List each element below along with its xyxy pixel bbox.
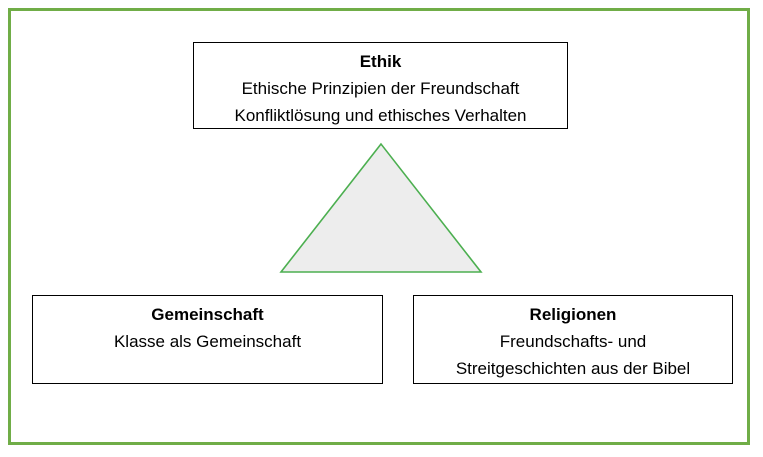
triangle-icon [279,142,483,273]
slide-border-frame [8,8,750,445]
triangle-shape [279,141,483,275]
religionen-box: Religionen Freundschafts- und Streitgesc… [413,295,733,384]
gemeinschaft-box-title: Gemeinschaft [151,305,264,324]
ethik-box-title: Ethik [359,52,402,71]
ethik-box: Ethik Ethische Prinzipien der Freundscha… [193,42,568,129]
ethik-box-line: Ethische Prinzipien der Freundschaft [241,79,520,98]
ethik-box-line: Konfliktlösung und ethisches Verhalten [234,106,527,125]
gemeinschaft-box: Gemeinschaft Klasse als Gemeinschaft [32,295,383,384]
religionen-box-line: Freundschafts- und [499,332,647,351]
religionen-box-line: Streitgeschichten aus der Bibel [455,359,691,378]
religionen-box-title: Religionen [529,305,617,324]
gemeinschaft-box-line: Klasse als Gemeinschaft [113,332,302,351]
